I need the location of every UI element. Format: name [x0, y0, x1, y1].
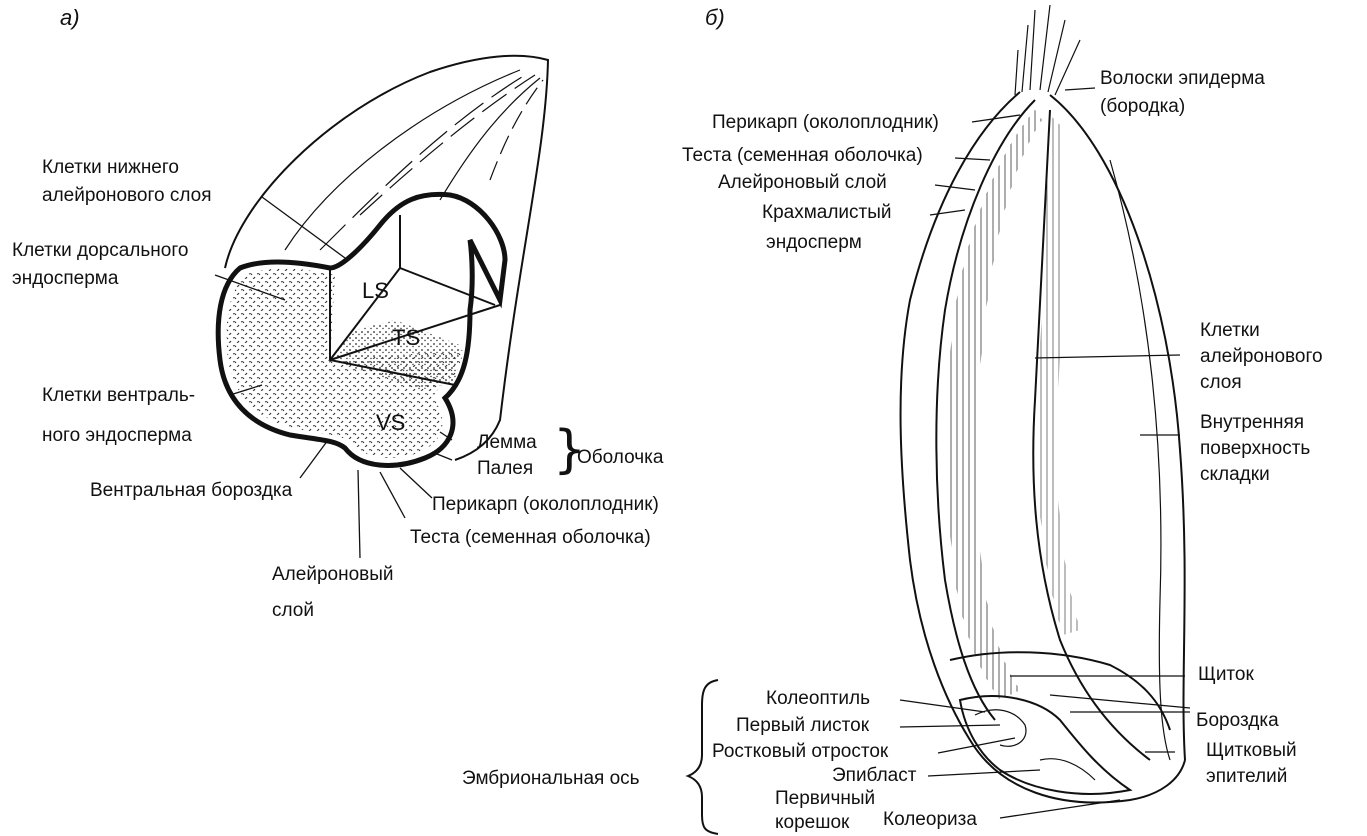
grain-longitudinal-section: [901, 5, 1185, 803]
grain-cross-section: [218, 56, 548, 466]
label-lower-aleurone-1: Клетки нижнего: [42, 155, 179, 181]
label-starchy-1: Крахмалистый: [762, 200, 892, 226]
label-first-leaf: Первый листок: [736, 713, 869, 739]
label-testa-a: Теста (семенная оболочка): [410, 525, 651, 551]
label-radicle-1: Первичный: [775, 786, 875, 812]
label-starchy-2: эндосперм: [766, 230, 862, 256]
label-palea: Палея: [477, 456, 533, 482]
label-scutellum: Щиток: [1198, 662, 1254, 688]
label-pericarp-a: Перикарп (околоплодник): [432, 492, 659, 518]
label-dorsal-endo-1: Клетки дорсального: [12, 238, 188, 264]
region-ls: LS: [362, 278, 389, 304]
label-aleurone-cells-1: Клетки: [1200, 318, 1260, 344]
label-scut-epi-1: Щитковый: [1206, 738, 1297, 764]
label-ventral-groove: Вентральная бороздка: [90, 478, 292, 504]
label-groove: Бороздка: [1196, 708, 1279, 734]
label-aleurone-b: Алейроновый слой: [718, 170, 887, 196]
label-lemma: Лемма: [477, 430, 537, 456]
label-coleorhiza: Колеориза: [883, 807, 977, 833]
label-lower-aleurone-2: алейронового слоя: [42, 183, 212, 209]
label-ventral-endo-1: Клетки вентраль-: [42, 383, 195, 409]
label-embryo-axis: Эмбриональная ось: [462, 766, 640, 792]
label-shoot: Ростковый отросток: [712, 739, 888, 765]
label-crease-3: складки: [1200, 462, 1270, 488]
label-ventral-endo-2: ного эндосперма: [42, 423, 192, 449]
label-crease-2: поверхность: [1200, 436, 1310, 462]
label-pericarp-b: Перикарп (околоплодник): [712, 110, 939, 136]
label-aleurone-a-1: Алейроновый: [272, 562, 394, 588]
label-testa-b: Теста (семенная оболочка): [682, 143, 923, 169]
label-husk: Оболочка: [577, 445, 663, 471]
label-radicle-2: корешок: [775, 810, 849, 836]
label-coleoptile: Колеоптиль: [766, 686, 870, 712]
label-scut-epi-2: эпителий: [1206, 764, 1287, 790]
label-hairs-2: (бородка): [1100, 94, 1185, 120]
panel-a-letter: а): [60, 5, 80, 31]
region-ts: TS: [392, 325, 420, 351]
label-hairs-1: Волоски эпидерма: [1100, 66, 1265, 92]
label-aleurone-cells-3: слоя: [1200, 370, 1242, 396]
panel-b-letter: б): [705, 5, 725, 31]
label-dorsal-endo-2: эндосперма: [12, 266, 118, 292]
label-aleurone-a-2: слой: [272, 598, 314, 624]
region-vs: VS: [376, 410, 405, 436]
label-crease-1: Внутренняя: [1200, 410, 1304, 436]
label-aleurone-cells-2: алейронового: [1200, 344, 1323, 370]
